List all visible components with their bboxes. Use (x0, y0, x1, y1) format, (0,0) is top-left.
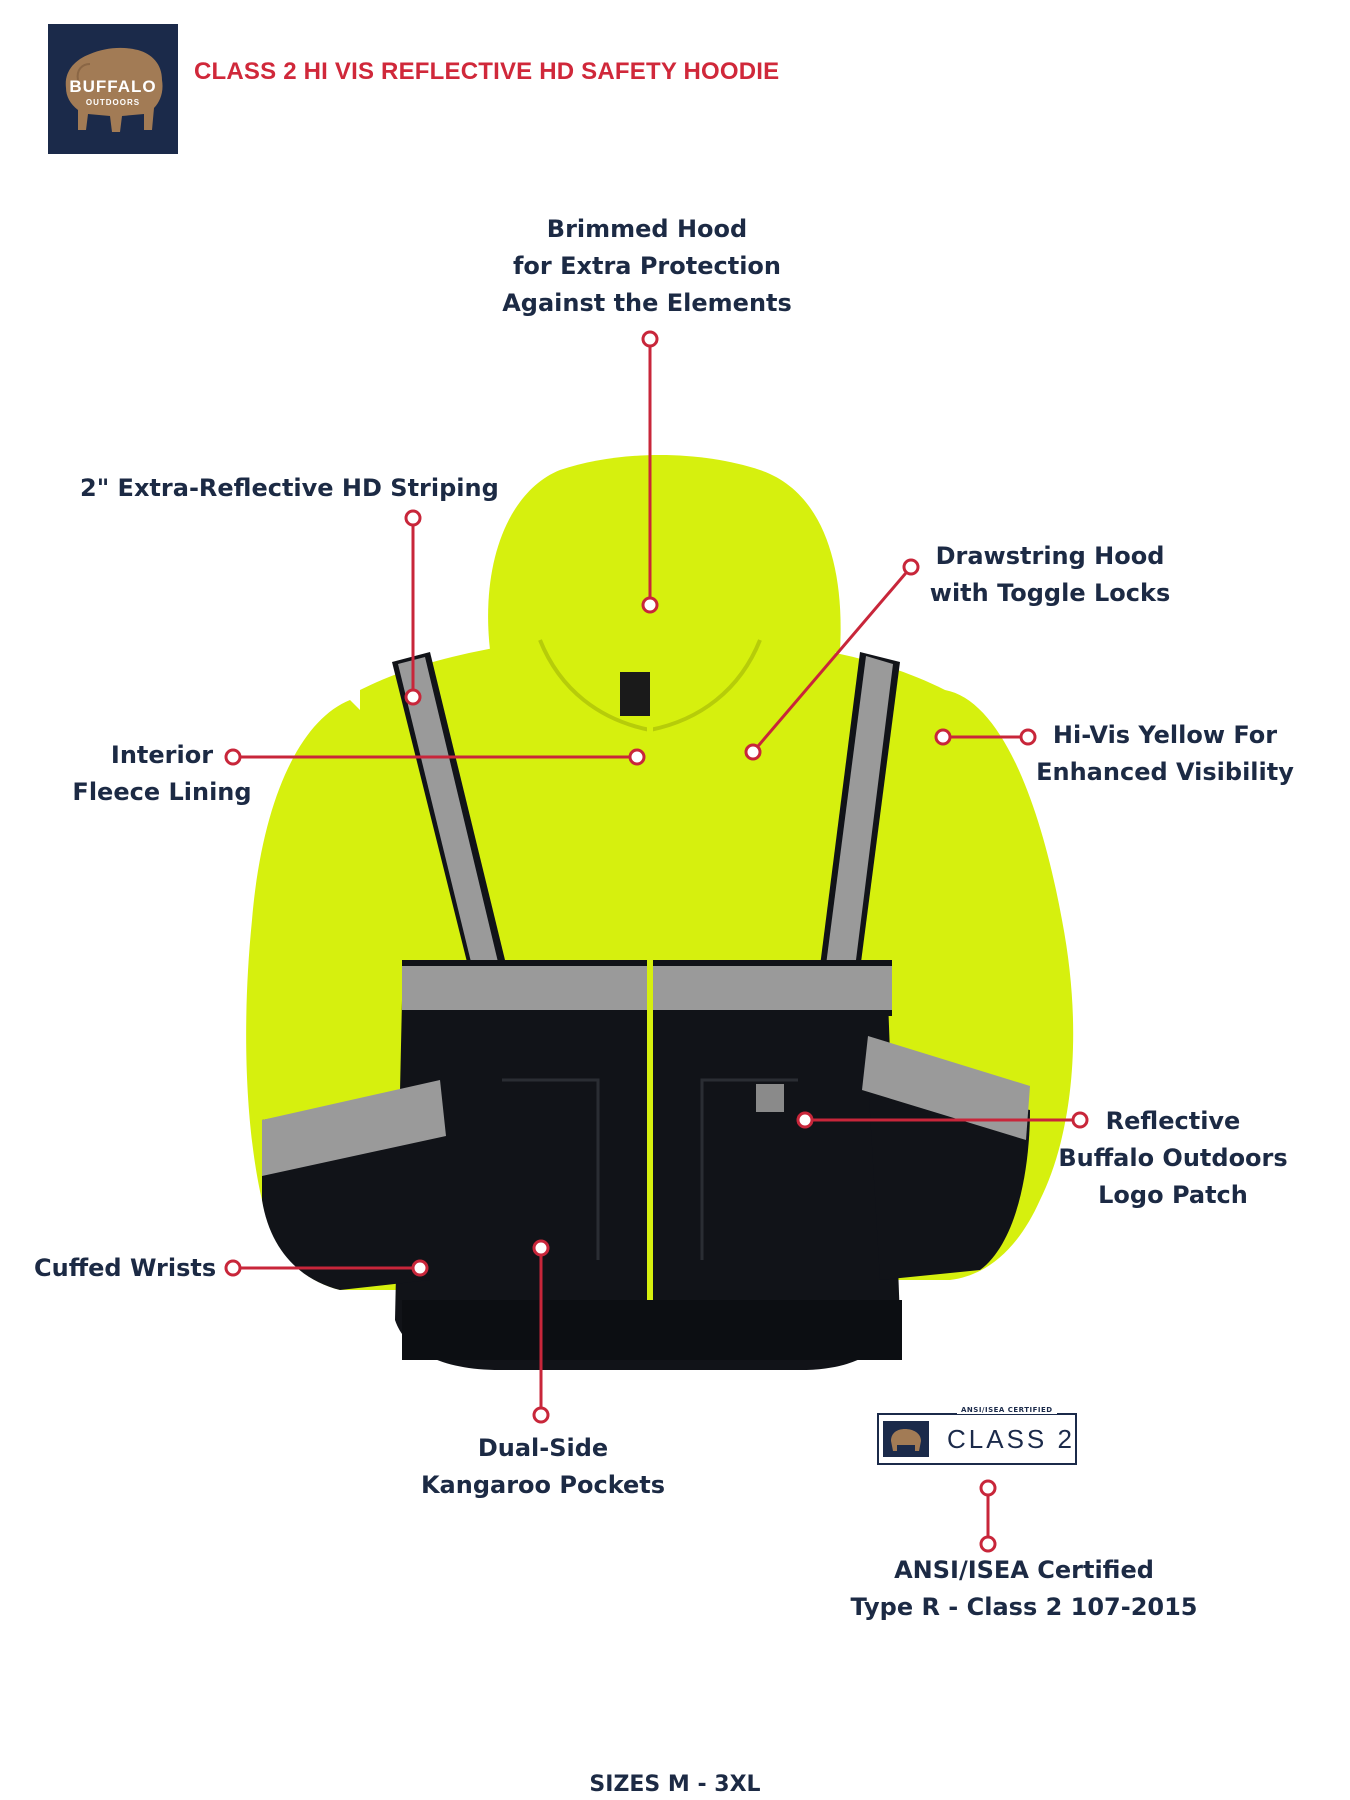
class-2-badge: ANSI/ISEA CERTIFIED CLASS 2 (877, 1406, 1077, 1465)
callout-line: Brimmed Hood (546, 215, 748, 243)
badge-caption: ANSI/ISEA CERTIFIED (957, 1406, 1057, 1414)
logo-subtitle: OUTDOORS (85, 98, 141, 107)
callout-cuffed-wrists: Cuffed Wrists (34, 1250, 216, 1287)
sizes-footer: SIZES M - 3XL (589, 1772, 761, 1797)
callout-line: Cuffed Wrists (34, 1254, 217, 1282)
callout-line: Dual-Side (477, 1434, 609, 1462)
badge-class-text: CLASS 2 (947, 1424, 1075, 1454)
callout-line: with Toggle Locks (929, 579, 1171, 607)
callout-line: for Extra Protection (512, 252, 782, 280)
callout-fleece-lining: Interior Fleece Lining (72, 737, 251, 811)
callout-line: Logo Patch (1098, 1181, 1248, 1209)
callout-line: Hi-Vis Yellow For (1052, 721, 1278, 749)
callout-line: Against the Elements (502, 289, 792, 317)
callout-logo-patch: Reflective Buffalo Outdoors Logo Patch (1058, 1103, 1287, 1214)
callout-hivis-yellow: Hi-Vis Yellow For Enhanced Visibility (1036, 717, 1294, 791)
callout-line: Type R - Class 2 107-2015 (850, 1593, 1198, 1621)
page-title: CLASS 2 HI VIS REFLECTIVE HD SAFETY HOOD… (194, 58, 780, 85)
badge-buffalo-icon (883, 1421, 929, 1457)
callout-reflective-striping: 2" Extra-Reflective HD Striping (80, 470, 499, 507)
callout-lines (224, 330, 1089, 1553)
callout-ansi-certified: ANSI/ISEA Certified Type R - Class 2 107… (850, 1552, 1197, 1626)
callout-brimmed-hood: Brimmed Hood for Extra Protection Agains… (502, 211, 792, 322)
brand-logo: BUFFALO OUTDOORS (48, 24, 178, 154)
callout-line: 2" Extra-Reflective HD Striping (80, 474, 499, 502)
callout-line: Enhanced Visibility (1036, 758, 1294, 786)
callout-line: Drawstring Hood (935, 542, 1165, 570)
callout-line: Fleece Lining (72, 778, 252, 806)
callout-line: Kangaroo Pockets (420, 1471, 666, 1499)
callout-line: ANSI/ISEA Certified (894, 1556, 1154, 1584)
callout-line: Interior (110, 741, 214, 769)
logo-patch (756, 1084, 784, 1112)
buffalo-icon (65, 47, 163, 133)
logo-wordmark: BUFFALO (69, 77, 157, 96)
callout-drawstring-hood: Drawstring Hood with Toggle Locks (930, 538, 1170, 612)
callout-kangaroo-pockets: Dual-Side Kangaroo Pockets (421, 1430, 665, 1504)
callout-line: Buffalo Outdoors (1058, 1144, 1288, 1172)
callout-line: Reflective (1105, 1107, 1241, 1135)
hood (488, 455, 841, 700)
